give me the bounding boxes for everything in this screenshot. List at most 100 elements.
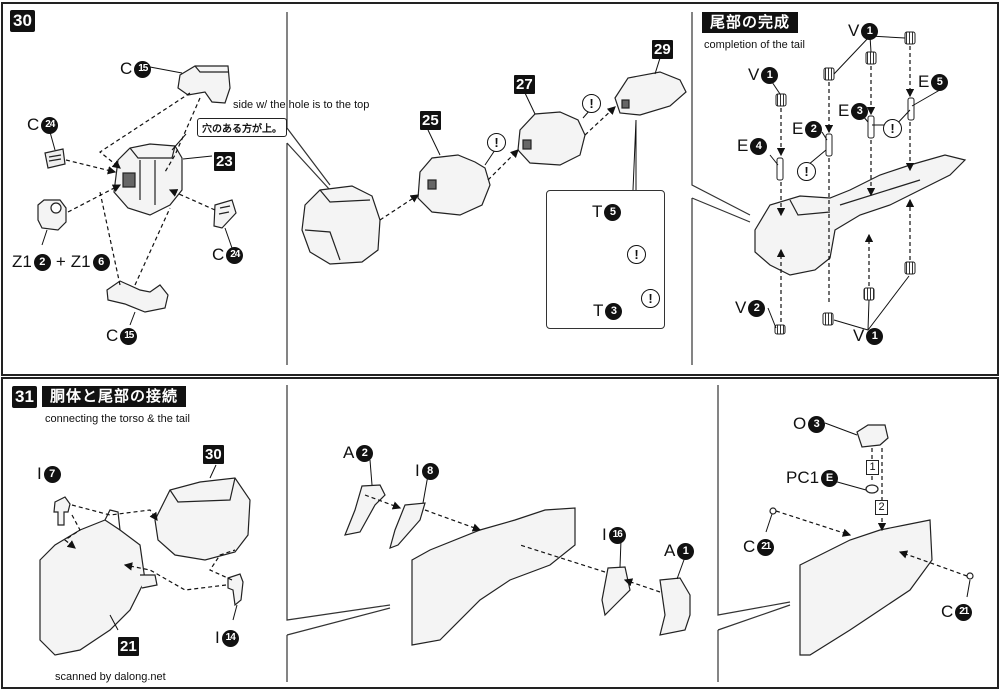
- sub-assembly-ref-21: 21: [118, 637, 139, 656]
- part-number-badge: 2: [805, 120, 823, 138]
- sub-assembly-ref-30: 30: [203, 445, 224, 464]
- caution-icon: !: [627, 245, 646, 264]
- part-number-badge: 2: [33, 253, 51, 271]
- sub-assembly-ref-27: 27: [514, 75, 535, 94]
- caution-icon: !: [641, 289, 660, 308]
- part-pc1e-drawing: [865, 484, 879, 494]
- part-letter: I: [37, 464, 42, 483]
- part-letter: A: [343, 443, 355, 462]
- step-number: 30: [10, 10, 35, 32]
- step-title-english: connecting the torso & the tail: [45, 413, 190, 425]
- order-mark-2: 2: [875, 500, 888, 515]
- part-number-badge: 8: [421, 462, 439, 480]
- panel-divider: [286, 12, 751, 365]
- part-letter: T: [592, 202, 603, 221]
- part-number-badge: E: [821, 469, 839, 487]
- part-number-badge: 6: [92, 253, 110, 271]
- part-number-badge: 1: [761, 66, 779, 84]
- step-title-japanese: 尾部の完成: [702, 12, 799, 33]
- part-letter: T: [593, 301, 604, 320]
- part-a2-drawing: [344, 484, 386, 536]
- part-number-badge: 1: [861, 22, 879, 40]
- part-number-badge: 7: [43, 465, 61, 483]
- note-english: side w/ the hole is to the top: [233, 99, 370, 111]
- panel-divider: [286, 385, 791, 682]
- scan-watermark: scanned by dalong.net: [55, 671, 166, 683]
- part-number-badge: 24: [41, 116, 59, 134]
- step-number: 31: [12, 386, 37, 408]
- part-letter: E: [792, 119, 804, 138]
- part-number-badge: 21: [757, 538, 775, 556]
- part-letter: C: [106, 326, 119, 345]
- caution-icon: !: [797, 162, 816, 181]
- part-letter: V: [848, 21, 860, 40]
- assembly-25-drawing: [417, 154, 491, 216]
- sub-assembly-ref-29: 29: [652, 40, 673, 59]
- part-number-badge: 21: [955, 603, 973, 621]
- part-o3-drawing: [856, 424, 889, 448]
- sub-assembly-ref-25: 25: [420, 111, 441, 130]
- post-drawings: [776, 97, 915, 181]
- part-letter: V: [853, 326, 865, 345]
- part-letter: Z1: [70, 252, 91, 271]
- assembly-23-drawing: [113, 143, 183, 216]
- part-number-badge: 4: [750, 137, 768, 155]
- part-number-badge: 14: [221, 629, 239, 647]
- part-letter: V: [735, 298, 747, 317]
- caution-icon: !: [883, 119, 902, 138]
- plus-sign: +: [55, 252, 66, 271]
- main-body-drawing: [301, 185, 381, 265]
- part-letter: O: [793, 414, 807, 433]
- body-middle-drawing: [411, 507, 576, 646]
- completed-tail-drawing: [754, 154, 967, 276]
- part-number-badge: 15: [120, 327, 138, 345]
- part-number-badge: 24: [226, 246, 244, 264]
- assembly-27-drawing: [517, 111, 586, 166]
- part-number-badge: 1: [677, 542, 695, 560]
- caution-icon: !: [487, 133, 506, 152]
- part-a1-drawing: [659, 577, 691, 636]
- part-number-badge: 15: [134, 60, 152, 78]
- part-i7-drawing: [53, 496, 71, 526]
- part-z1-drawing: [37, 199, 67, 231]
- part-number-badge: 1: [866, 327, 884, 345]
- part-letter: E: [838, 101, 850, 120]
- part-letter: E: [737, 136, 749, 155]
- step-title-english: completion of the tail: [704, 39, 805, 51]
- assembly-29-drawing: [614, 71, 687, 116]
- assembly-30-drawing: [154, 477, 251, 561]
- part-number-badge: 2: [356, 444, 374, 462]
- part-letter: C: [120, 59, 133, 78]
- part-letter: E: [918, 72, 930, 91]
- part-number-badge: 3: [605, 302, 623, 320]
- step-title-japanese: 胴体と尾部の接続: [42, 386, 187, 407]
- part-letter: C: [212, 245, 225, 264]
- part-c24-right-drawing: [213, 199, 237, 229]
- part-letter: C: [941, 602, 954, 621]
- part-letter: I: [602, 525, 607, 544]
- part-i14-drawing: [227, 573, 244, 607]
- part-c15-bottom-drawing: [106, 280, 169, 313]
- part-letter: I: [415, 461, 420, 480]
- part-letter: A: [664, 541, 676, 560]
- note-japanese: 穴のある方が上。: [197, 118, 287, 137]
- torso-drawing: [39, 509, 158, 656]
- part-number-badge: 5: [604, 203, 622, 221]
- part-letter: C: [743, 537, 756, 556]
- part-number-badge: 16: [608, 526, 626, 544]
- part-i8-drawing: [389, 502, 426, 549]
